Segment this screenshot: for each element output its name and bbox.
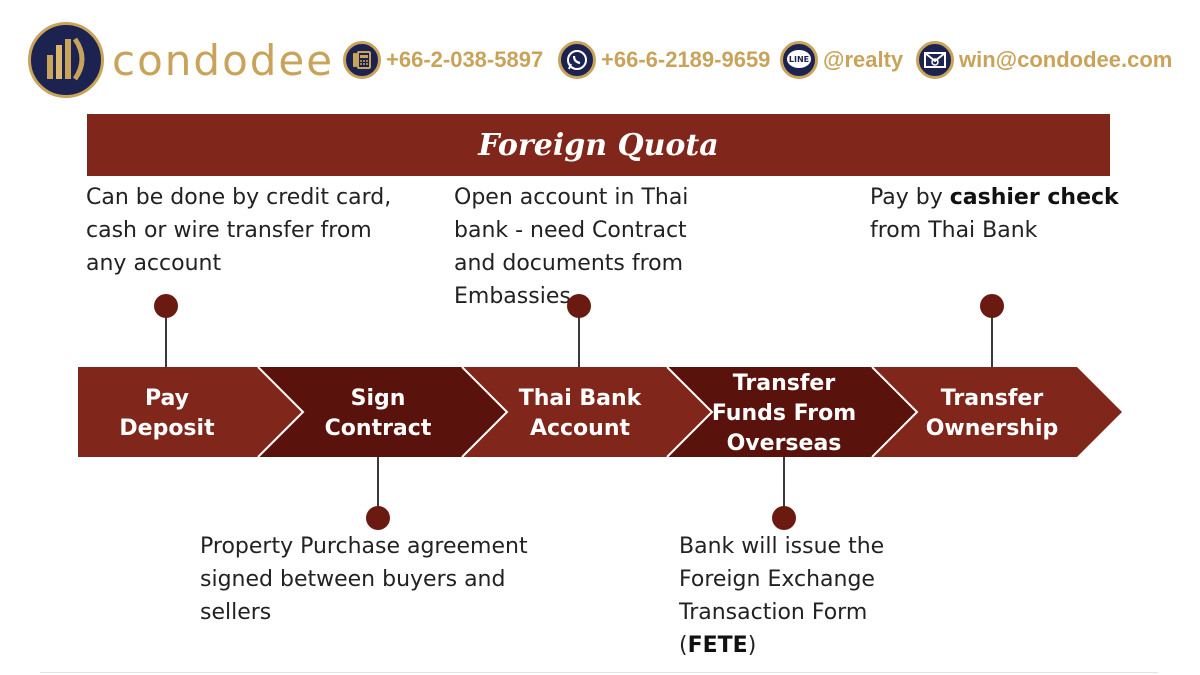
- note-line: from Thai Bank: [870, 218, 1038, 243]
- note-line: signed between buyers and: [200, 567, 506, 592]
- step-label-line: Deposit: [119, 416, 215, 441]
- line-icon-text: LINE: [789, 55, 809, 64]
- phone-number: +66-2-038-5897: [386, 47, 544, 72]
- note-line: bank - need Contract: [454, 218, 687, 243]
- contact-email[interactable]: win@condodee.com: [916, 40, 1172, 80]
- step-separator: [257, 366, 305, 458]
- milestone-dot: [772, 506, 796, 530]
- contact-phone[interactable]: +66-2-038-5897: [343, 40, 543, 80]
- whatsapp-icon: [558, 41, 596, 79]
- condodee-logo-icon: [28, 22, 104, 98]
- step-arrow-thai-bank-account: [462, 367, 712, 457]
- step-label-line: Account: [530, 416, 631, 441]
- line-id: @realty: [823, 47, 904, 72]
- banner-title: Foreign Quota: [478, 127, 719, 163]
- step-label-line: Transfer: [941, 386, 1044, 411]
- note-line: any account: [86, 251, 222, 276]
- note-thai-bank-account: Open account in Thai bank - need Contrac…: [454, 181, 688, 313]
- step-separator: [461, 366, 509, 458]
- note-pay-deposit: Can be done by credit card, cash or wire…: [86, 181, 391, 280]
- step-arrow-pay-deposit: [78, 367, 303, 457]
- step-label-line: Funds From: [712, 401, 856, 426]
- note-line: Property Purchase agreement: [200, 534, 528, 559]
- step-label-line: Pay: [145, 386, 189, 411]
- note-line: Can be done by credit card,: [86, 185, 392, 210]
- note-bold-text: FETE: [687, 633, 748, 658]
- note-line: Bank will issue the: [679, 534, 885, 559]
- note-line: Open account in Thai: [454, 185, 689, 210]
- note-text: (: [679, 633, 688, 658]
- step-separator: [666, 366, 714, 458]
- milestone-dot: [567, 294, 591, 318]
- whatsapp-number: +66-6-2189-9659: [601, 47, 771, 72]
- line-icon: LINE: [780, 41, 818, 79]
- note-line: Embassies: [454, 284, 571, 309]
- bottom-divider: [40, 672, 1158, 673]
- step-label-line: Overseas: [727, 431, 842, 456]
- contact-whatsapp[interactable]: +66-6-2189-9659: [558, 40, 770, 80]
- step-label-line: Contract: [325, 416, 432, 441]
- note-sign-contract: Property Purchase agreement signed betwe…: [200, 530, 528, 629]
- milestone-dot: [366, 506, 390, 530]
- brand-name: condodee: [112, 36, 335, 85]
- phone-icon: [343, 41, 381, 79]
- step-arrow-transfer-ownership: [872, 367, 1122, 457]
- step-label-line: Sign: [351, 386, 406, 411]
- note-line: (FETE): [679, 629, 884, 662]
- step-separator: [871, 366, 919, 458]
- step-label-line: Transfer: [733, 371, 836, 396]
- milestone-dot: [980, 294, 1004, 318]
- note-line: Transaction Form: [679, 600, 868, 625]
- email-address: win@condodee.com: [959, 47, 1173, 72]
- milestone-dot: [154, 294, 178, 318]
- step-label-line: Thai Bank: [519, 386, 643, 411]
- foreign-quota-banner: Foreign Quota: [87, 114, 1110, 176]
- email-icon: [916, 41, 954, 79]
- note-bold-text: cashier check: [949, 185, 1119, 210]
- note-transfer-ownership: Pay by cashier check from Thai Bank: [870, 181, 1119, 247]
- contact-line[interactable]: LINE @realty: [780, 40, 903, 80]
- note-text: ): [747, 633, 757, 658]
- note-line: and documents from: [454, 251, 684, 276]
- step-arrow-sign-contract: [258, 367, 507, 457]
- note-line: sellers: [200, 600, 272, 625]
- step-label-line: Ownership: [926, 416, 1059, 441]
- note-text: Pay by: [870, 185, 950, 210]
- note-line: Pay by cashier check: [870, 181, 1119, 214]
- note-line: cash or wire transfer from: [86, 218, 372, 243]
- step-arrow-transfer-funds: [667, 367, 917, 457]
- note-line: Foreign Exchange: [679, 567, 875, 592]
- note-transfer-funds: Bank will issue the Foreign Exchange Tra…: [679, 530, 884, 662]
